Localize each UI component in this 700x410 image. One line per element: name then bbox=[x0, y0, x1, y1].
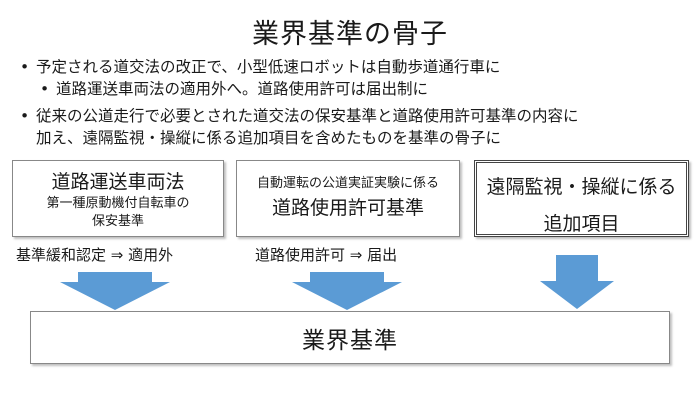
note-exemption: 基準緩和認定 ⇒ 適用外 bbox=[16, 246, 174, 264]
industry-standard-box: 業界基準 bbox=[30, 311, 670, 364]
sub-bullet-item: 道路運送車両法の適用外へ。道路使用許可は届出制に bbox=[18, 78, 688, 100]
down-arrow-icon bbox=[60, 272, 170, 310]
road-vehicle-act-box: 道路運送車両法 第一種原動機付自転車の 保安基準 bbox=[12, 160, 224, 237]
down-arrow-icon bbox=[540, 255, 614, 309]
road-use-permit-box: 自動運転の公道実証実験に係る 道路使用許可基準 bbox=[236, 160, 460, 237]
box-title: 道路使用許可基準 bbox=[271, 197, 424, 219]
box-title: 遠隔監視・操縦に係る bbox=[486, 176, 677, 198]
page-title: 業界基準の骨子 bbox=[252, 19, 448, 50]
box-title: 追加項目 bbox=[543, 213, 620, 235]
box-subtitle: 第一種原動機付自転車の bbox=[46, 196, 190, 211]
bullet-continuation: 加え、遠隔監視・操縦に係る追加項目を含めたものを基準の骨子に bbox=[36, 129, 502, 147]
bullet-item: 予定される道交法の改正で、小型低速ロボットは自動歩道通行車に bbox=[18, 56, 688, 78]
result-label: 業界基準 bbox=[302, 327, 398, 354]
box-subtitle: 自動運転の公道実証実験に係る bbox=[256, 176, 439, 191]
bullet-item: 従来の公道走行で必要とされた道交法の保安基準と道路使用許可基準の内容に bbox=[18, 105, 688, 127]
bullet-list: 予定される道交法の改正で、小型低速ロボットは自動歩道通行車に 道路運送車両法の適… bbox=[18, 56, 688, 149]
remote-monitoring-box: 遠隔監視・操縦に係る 追加項目 bbox=[474, 160, 689, 237]
box-subtitle: 保安基準 bbox=[91, 214, 144, 229]
note-permit: 道路使用許可 ⇒ 届出 bbox=[255, 246, 398, 264]
down-arrow-icon bbox=[292, 272, 402, 310]
box-title: 道路運送車両法 bbox=[51, 171, 185, 193]
